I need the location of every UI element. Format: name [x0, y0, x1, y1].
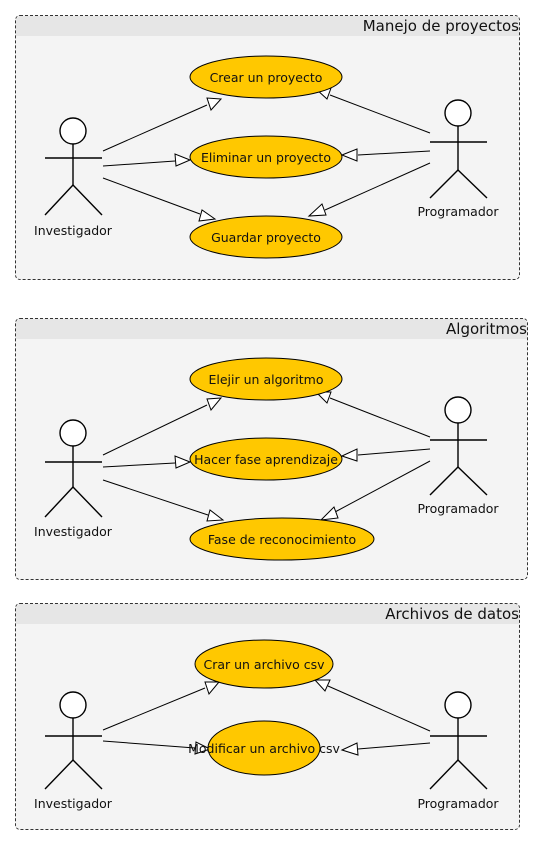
actor-programador-icon: [429, 99, 488, 199]
actor-label: Programador: [417, 796, 499, 811]
usecase-eliminar-proyecto: [189, 135, 343, 179]
usecase-hacer-fase-aprendizaje: [189, 437, 343, 481]
usecase-label: Fase de reconocimiento: [208, 532, 356, 547]
usecase-label: Eliminar un proyecto: [201, 150, 331, 165]
usecase-label: Hacer fase aprendizaje: [194, 452, 338, 467]
actor-investigador-icon: [44, 691, 103, 790]
actor-label: Programador: [417, 501, 499, 516]
package-tab: [16, 319, 527, 339]
usecase-crar-archivo-csv: [194, 639, 334, 689]
usecase-fase-reconocimiento: [189, 517, 375, 561]
usecase-label: Crar un archivo csv: [203, 657, 325, 672]
actor-label: Investigador: [34, 796, 113, 811]
usecase-elejir-algoritmo: [189, 357, 343, 401]
usecase-modificar-archivo-csv: [207, 720, 321, 776]
actor-label: Programador: [417, 204, 499, 219]
usecase-guardar-proyecto: [189, 215, 343, 259]
actor-programador-icon: [429, 691, 488, 790]
actor-label: Investigador: [34, 524, 113, 539]
actors: [44, 99, 488, 790]
actor-investigador-icon: [44, 419, 103, 518]
usecase-label: Crear un proyecto: [210, 70, 323, 85]
association-lines-package-2: [102, 397, 431, 516]
usecase-label: Modificar un archivo csv: [188, 741, 340, 756]
generalization-arrows-package-2: [174, 391, 358, 522]
package-title: Manejo de proyectos: [362, 17, 519, 35]
association-lines-package-3: [102, 685, 431, 750]
actor-investigador-icon: [44, 117, 103, 216]
usecase-label: Elejir un algoritmo: [209, 372, 324, 387]
package-title: Archivos de datos: [385, 605, 519, 623]
package-tab: [16, 604, 519, 624]
association-lines-package-1: [102, 94, 431, 215]
actor-programador-icon: [429, 396, 488, 496]
actor-label: Investigador: [34, 223, 113, 238]
usecase-crear-proyecto: [189, 55, 343, 99]
generalization-arrows-package-3: [194, 679, 359, 756]
usecase-label: Guardar proyecto: [211, 230, 321, 245]
package-tab: [16, 16, 519, 36]
package-title: Algoritmos: [446, 320, 527, 338]
